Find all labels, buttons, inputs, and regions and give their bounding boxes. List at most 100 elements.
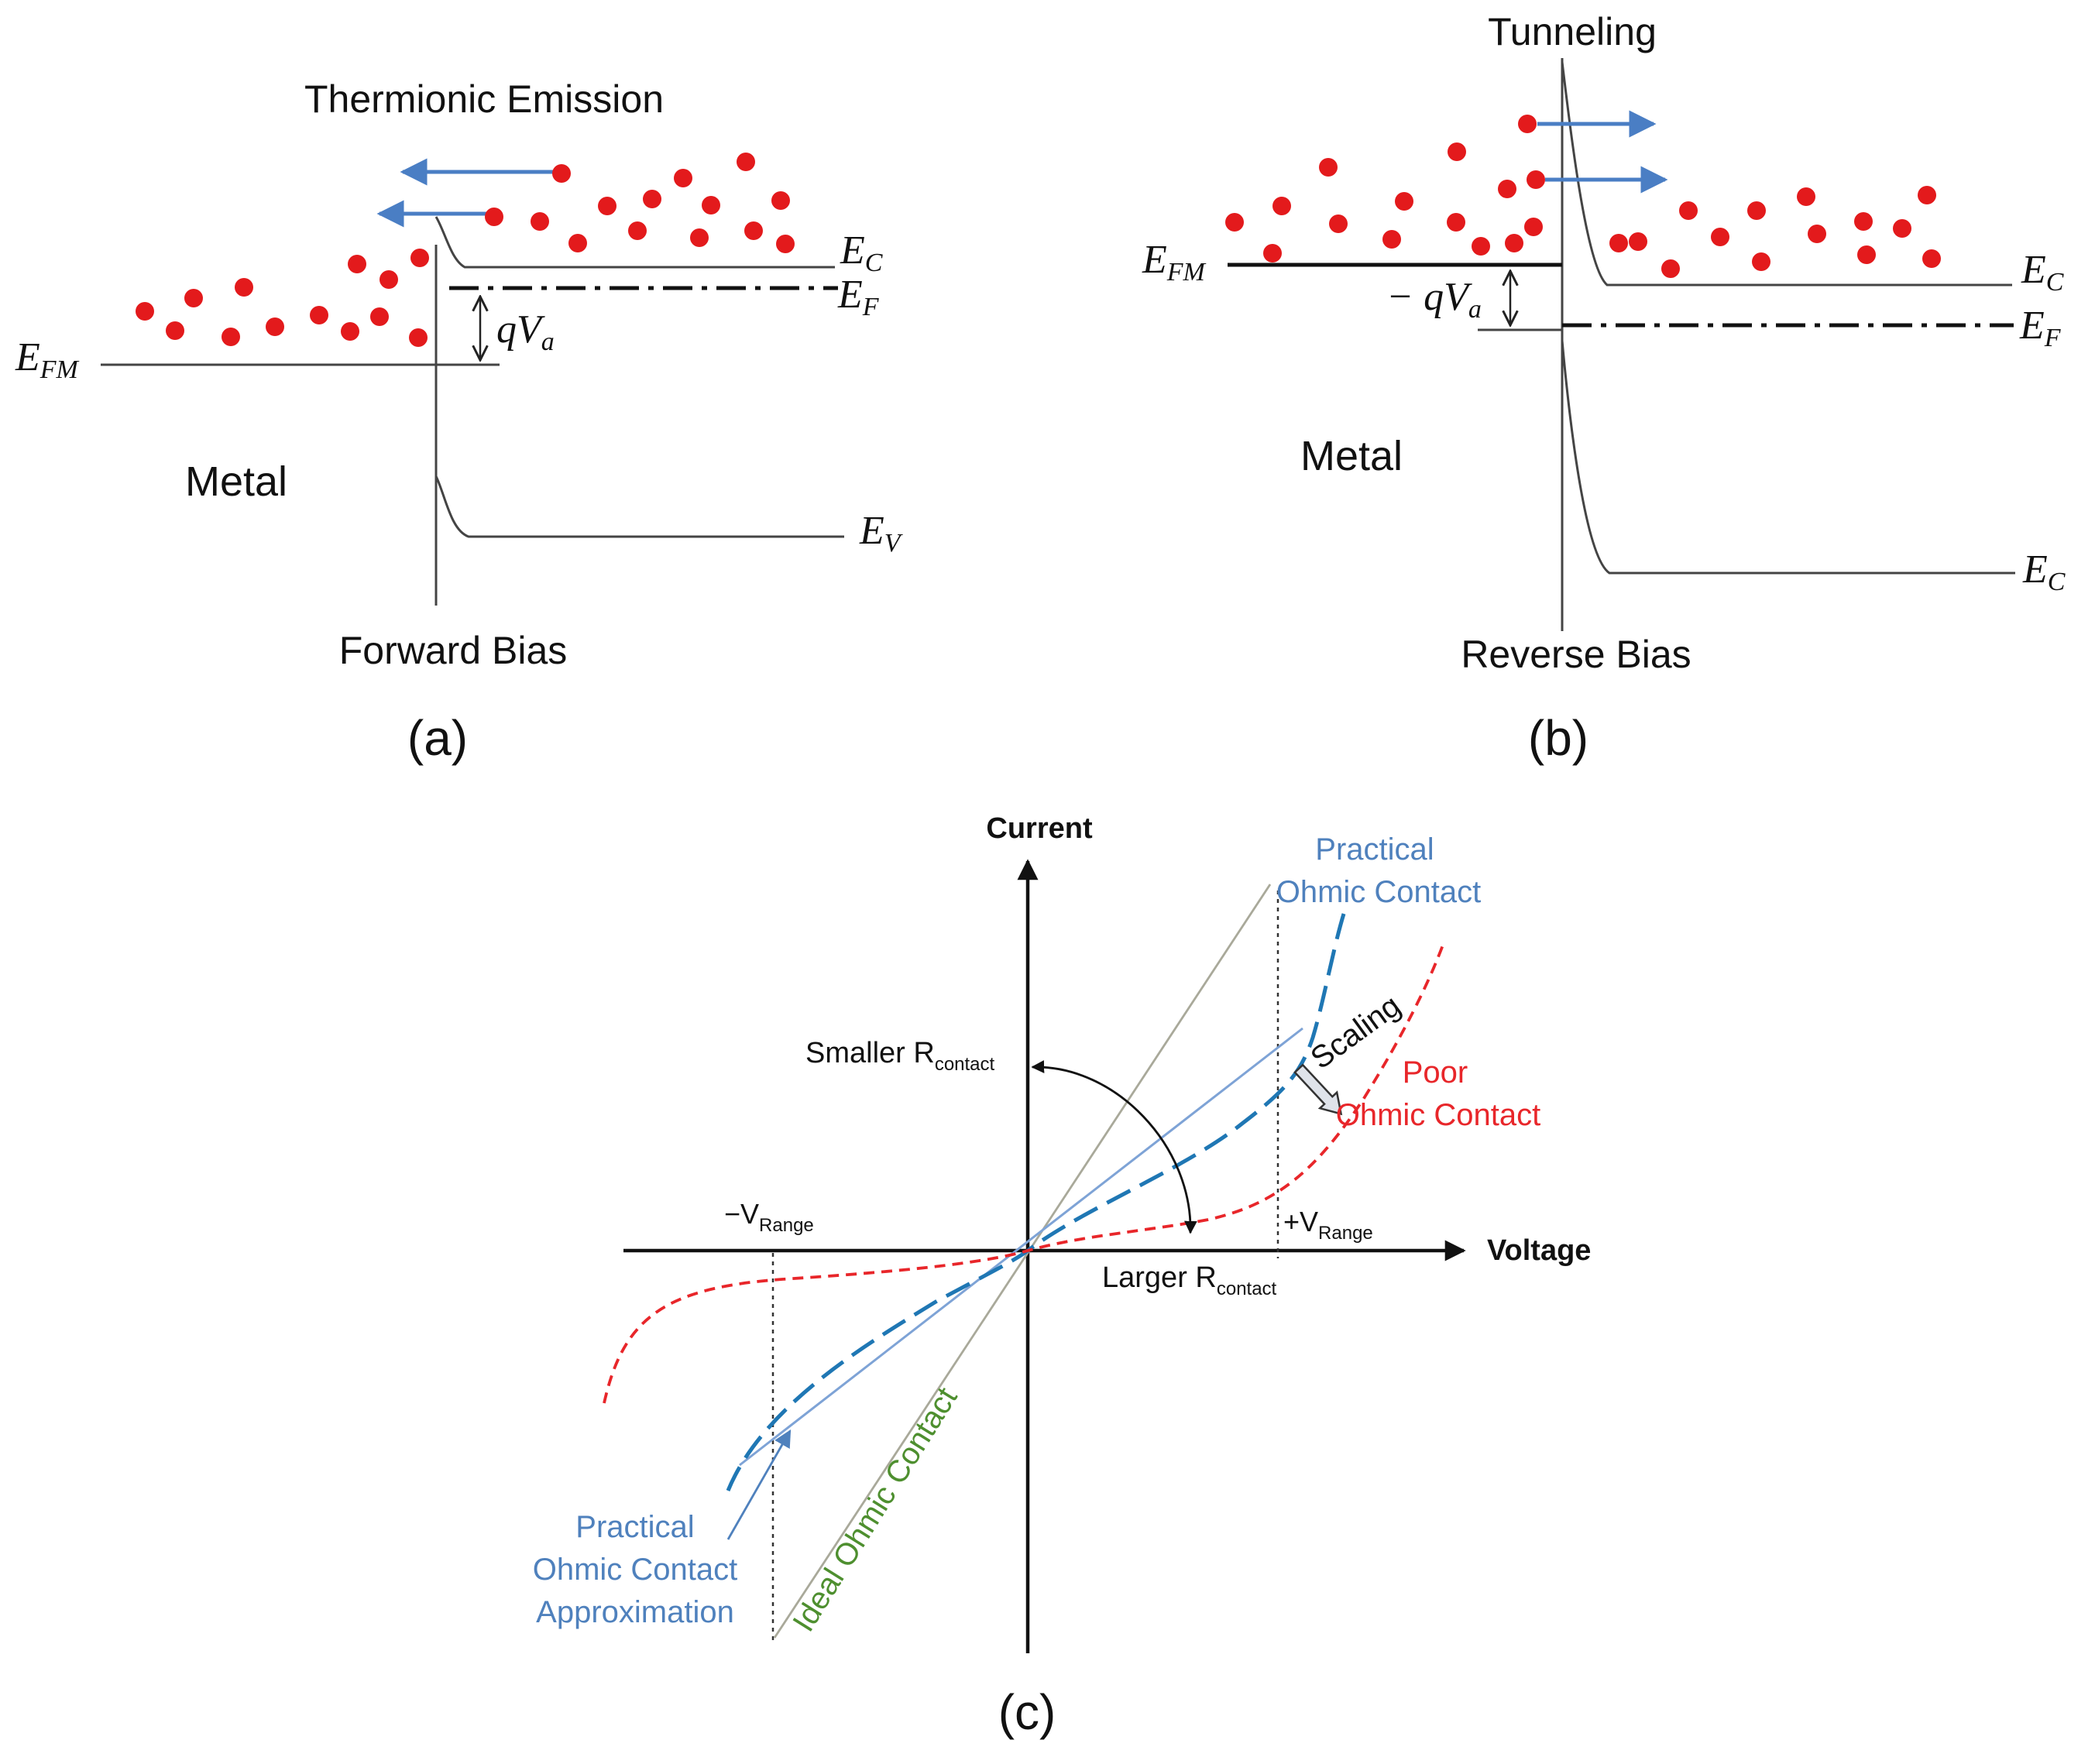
electron-dot-icon xyxy=(235,278,253,297)
panel-b-caption: Reverse Bias xyxy=(1461,633,1691,676)
electron-dot-icon xyxy=(552,164,571,183)
electron-dot-icon xyxy=(737,153,755,171)
panel-c-practical-top-label-1: Practical xyxy=(1315,832,1434,867)
electron-dot-icon xyxy=(1629,232,1647,251)
panel-b-title: Tunneling xyxy=(1488,10,1657,53)
panel-a-ev-band xyxy=(434,475,844,538)
scaling-arrow-icon xyxy=(1293,1063,1343,1116)
electron-dot-icon xyxy=(1447,213,1465,232)
electron-dot-icon xyxy=(531,212,549,231)
panel-b-lower-band xyxy=(1561,340,2015,575)
panel-c-practical-top-label-2: Ohmic Contact xyxy=(1276,875,1482,909)
electron-dot-icon xyxy=(1857,245,1876,264)
electron-dot-icon xyxy=(1225,213,1244,232)
panel-c-approx-line xyxy=(739,1027,1303,1467)
electron-dot-icon xyxy=(1661,259,1680,278)
panel-b-efm-label: EFM xyxy=(1142,238,1207,287)
electron-dot-icon xyxy=(690,228,709,247)
panel-a-metal-label: Metal xyxy=(185,458,287,505)
panel-c-smaller-r-label: Smaller Rcontact xyxy=(805,1037,995,1075)
panel-b-ec-band xyxy=(1561,61,2012,287)
panel-c-scaling-label: Scaling xyxy=(1304,989,1406,1076)
electron-dot-icon xyxy=(1319,158,1338,177)
electron-dot-icon xyxy=(485,208,503,226)
electron-dot-icon xyxy=(598,197,616,215)
electron-dot-icon xyxy=(1448,142,1466,161)
panel-c-approx-label-2: Ohmic Contact xyxy=(533,1553,738,1587)
electron-dot-icon xyxy=(771,191,790,210)
electron-dot-icon xyxy=(222,328,240,346)
electron-dot-icon xyxy=(776,235,795,253)
panel-c-approx-pointer xyxy=(726,1429,792,1540)
electron-dot-icon xyxy=(744,221,763,240)
electron-dot-icon xyxy=(1329,214,1348,233)
electron-dot-icon xyxy=(184,289,203,307)
electron-dot-icon xyxy=(1808,225,1826,243)
panel-b-ec2-label: EC xyxy=(2022,547,2066,596)
electron-dot-icon xyxy=(1527,170,1545,189)
electron-dot-icon xyxy=(1679,201,1698,220)
panel-c-larger-r-label: Larger Rcontact xyxy=(1102,1261,1277,1299)
panel-a-caption: Forward Bias xyxy=(339,629,568,672)
electron-dot-icon xyxy=(1472,237,1490,256)
panel-b-label: (b) xyxy=(1528,710,1588,766)
electron-dot-icon xyxy=(1518,115,1537,133)
panel-c: Current Voltage Practical Ohmic Contact … xyxy=(533,812,1592,1740)
electron-dot-icon xyxy=(702,196,720,214)
panel-c-poor-label-2: Ohmic Contact xyxy=(1336,1098,1541,1132)
electron-dot-icon xyxy=(166,321,184,340)
panel-a-title: Thermionic Emission xyxy=(304,77,664,121)
panel-c-pos-vrange-label: +VRange xyxy=(1283,1206,1373,1244)
panel-b-ec-label: EC xyxy=(2021,248,2064,297)
panel-a-ef-label: EF xyxy=(837,273,880,321)
electron-dot-icon xyxy=(370,307,389,326)
electron-dot-icon xyxy=(1918,186,1936,204)
panel-c-poor-curve xyxy=(603,940,1446,1404)
panel-c-approx-label-1: Practical xyxy=(575,1510,694,1544)
electron-dot-icon xyxy=(1609,234,1628,252)
electron-dot-icon xyxy=(410,249,429,267)
panel-a-label: (a) xyxy=(407,710,468,766)
electron-dot-icon xyxy=(1854,212,1873,231)
panel-a-electrons xyxy=(136,153,795,347)
panel-b-electrons xyxy=(1225,115,1941,278)
electron-dot-icon xyxy=(1893,219,1911,238)
electron-dot-icon xyxy=(1922,249,1941,268)
electron-dot-icon xyxy=(1752,252,1770,271)
electron-dot-icon xyxy=(380,270,398,289)
panel-c-neg-vrange-label: −VRange xyxy=(724,1198,814,1236)
panel-c-label: (c) xyxy=(998,1684,1056,1740)
electron-dot-icon xyxy=(1382,230,1401,249)
electron-dot-icon xyxy=(348,255,366,273)
electron-dot-icon xyxy=(674,169,692,187)
panel-c-ideal-line xyxy=(773,884,1272,1639)
electron-dot-icon xyxy=(1797,187,1815,206)
electron-dot-icon xyxy=(1498,180,1516,198)
electron-dot-icon xyxy=(341,322,359,341)
panel-a-qva-label: qVa xyxy=(496,307,555,356)
electron-dot-icon xyxy=(1524,218,1543,236)
electron-dot-icon xyxy=(266,317,284,336)
electron-dot-icon xyxy=(1272,197,1291,215)
electron-dot-icon xyxy=(409,328,428,347)
electron-dot-icon xyxy=(1263,244,1282,263)
panel-c-ideal-label: Ideal Ohmic Contact xyxy=(786,1381,963,1638)
electron-dot-icon xyxy=(568,234,587,252)
panel-b-qva-label: − qVa xyxy=(1386,275,1482,324)
electron-dot-icon xyxy=(643,190,661,208)
electron-dot-icon xyxy=(310,306,328,324)
electron-dot-icon xyxy=(628,221,647,240)
panel-a-ec-band xyxy=(434,216,835,269)
electron-dot-icon xyxy=(1747,201,1766,220)
panel-b-metal-label: Metal xyxy=(1300,433,1403,479)
rotation-arrow-icon xyxy=(1031,1060,1197,1234)
panel-c-practical-curve xyxy=(726,913,1346,1491)
panel-b: Tunneling xyxy=(1142,10,2066,766)
electron-dot-icon xyxy=(1505,234,1523,252)
panel-c-x-axis-label: Voltage xyxy=(1487,1234,1591,1267)
electron-dot-icon xyxy=(136,302,154,321)
panel-a-ec-label: EC xyxy=(840,228,883,277)
electron-dot-icon xyxy=(1395,192,1413,211)
electron-dot-icon xyxy=(1711,228,1729,246)
